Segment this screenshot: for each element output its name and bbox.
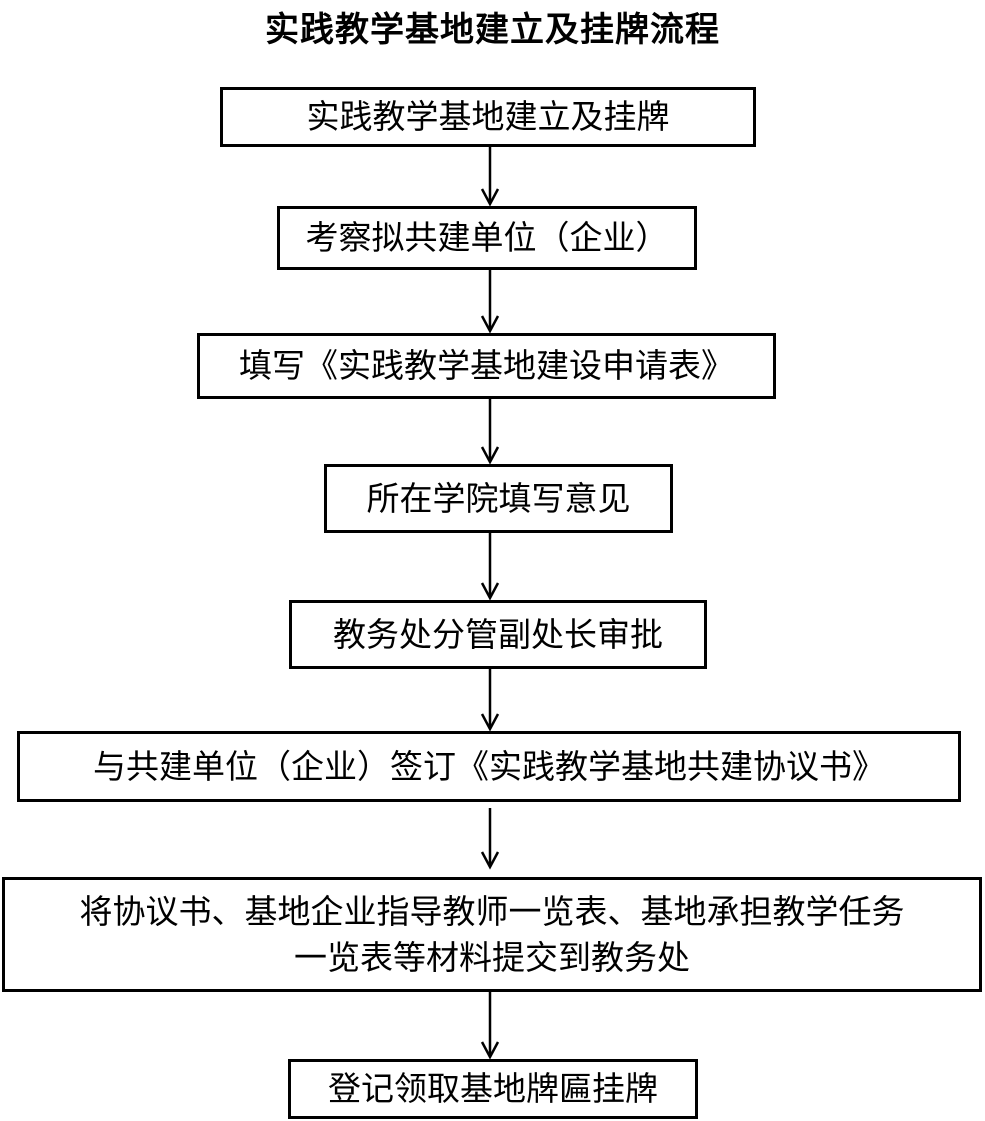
step-register-plaque: 登记领取基地牌匾挂牌 [288,1059,698,1119]
step-label: 所在学院填写意见 [366,478,631,518]
arrow-2 [480,270,500,334]
step-label: 实践教学基地建立及挂牌 [306,97,670,136]
step-inspect-partner: 考察拟共建单位（企业） [277,206,697,270]
arrow-7 [480,992,500,1060]
step-sign-agreement: 与共建单位（企业）签订《实践教学基地共建协议书》 [17,731,961,802]
step-fill-application-form: 填写《实践教学基地建设申请表》 [197,333,776,399]
arrow-5 [480,669,500,732]
arrow-6 [480,808,500,870]
step-establish-and-plaque: 实践教学基地建立及挂牌 [220,87,756,147]
step-label: 填写《实践教学基地建设申请表》 [239,346,734,385]
step-label: 考察拟共建单位（企业） [305,218,669,257]
step-college-opinion: 所在学院填写意见 [324,464,673,533]
step-label: 教务处分管副处长审批 [333,614,663,654]
flowchart-title: 实践教学基地建立及挂牌流程 [265,10,720,50]
arrow-1 [480,147,500,207]
step-label: 登记领取基地牌匾挂牌 [328,1069,658,1108]
step-submit-materials: 将协议书、基地企业指导教师一览表、基地承担教学任务 一览表等材料提交到教务处 [2,877,982,992]
step-label: 与共建单位（企业）签订《实践教学基地共建协议书》 [93,746,885,786]
step-label: 将协议书、基地企业指导教师一览表、基地承担教学任务 一览表等材料提交到教务处 [79,891,905,977]
step-deputy-director-approval: 教务处分管副处长审批 [289,600,707,669]
arrow-3 [480,399,500,465]
arrow-4 [480,533,500,601]
